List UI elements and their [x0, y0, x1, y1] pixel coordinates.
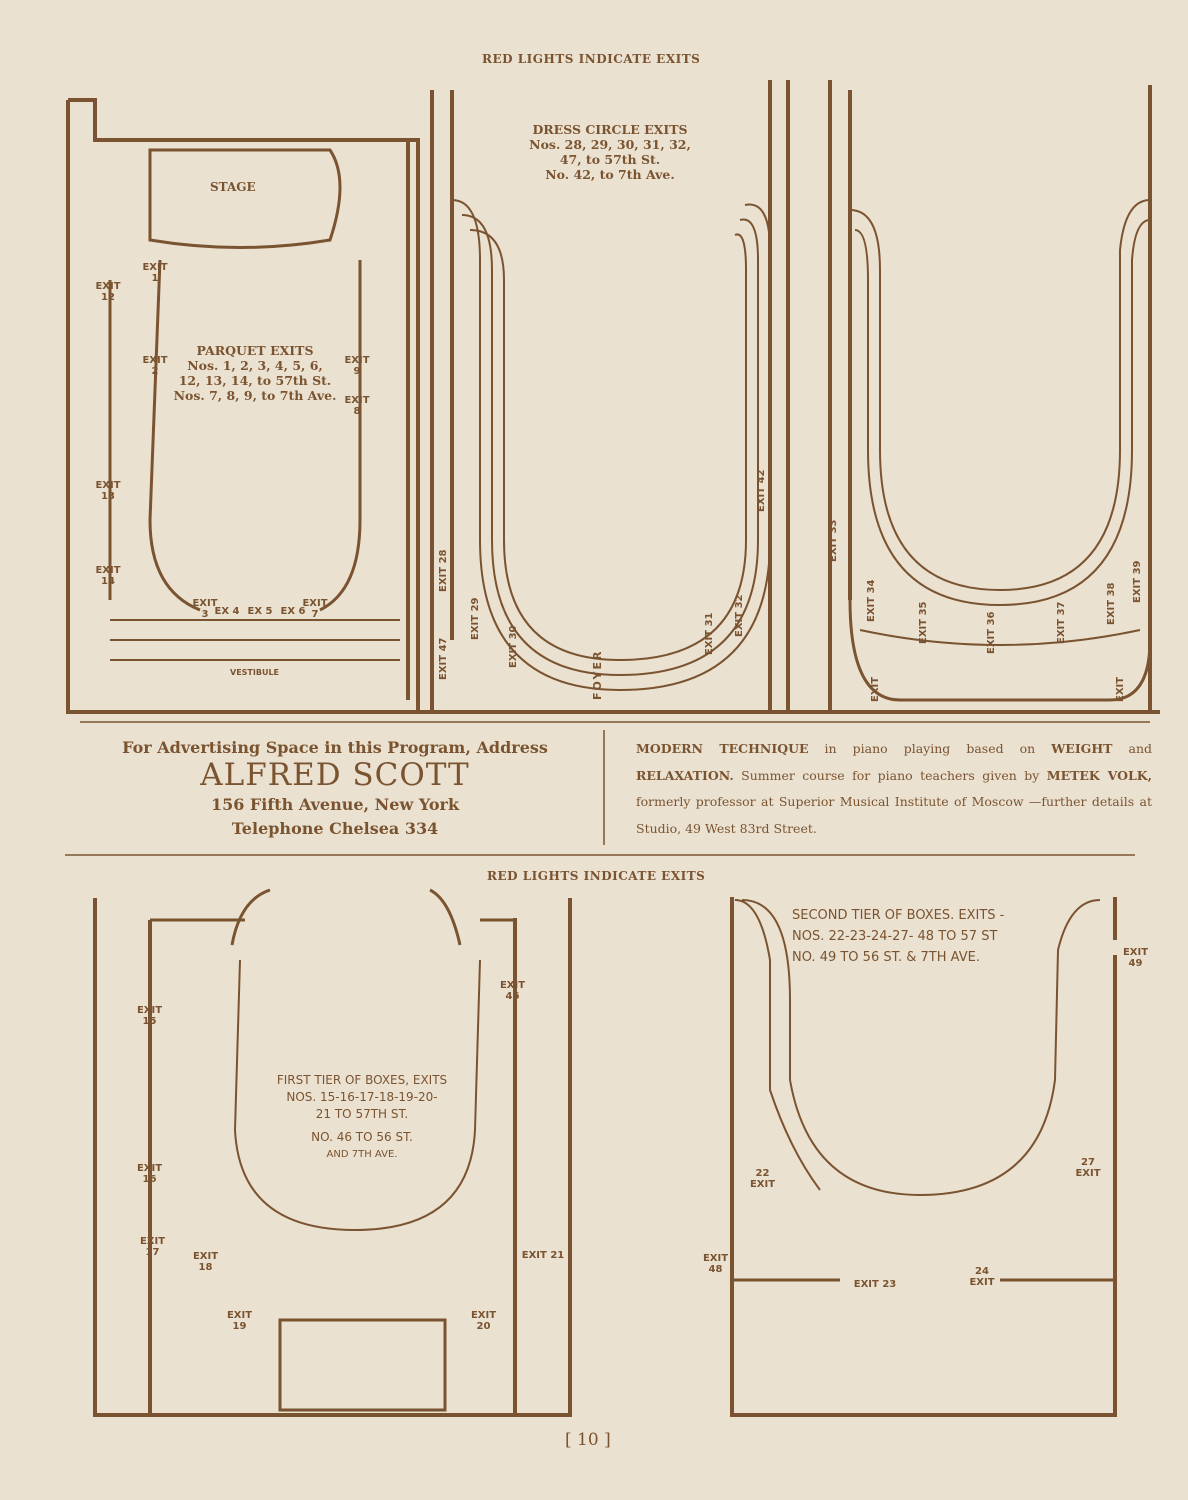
exit-label: EX 4: [214, 606, 240, 617]
exit-label: EXIT 38: [1106, 582, 1117, 625]
parquet-exits-legend: PARQUET EXITS Nos. 1, 2, 3, 4, 5, 6, 12,…: [160, 343, 350, 403]
parquet-walls: [66, 100, 420, 714]
exit-label: EXIT 19: [226, 1310, 253, 1332]
exit-label: EXIT 28: [438, 549, 449, 592]
exit-label: EXIT 20: [470, 1310, 497, 1332]
exit-label: EX 6: [280, 606, 306, 617]
legend-line: NO. 49 TO 56 ST. & 7TH AVE.: [792, 950, 980, 965]
ad-name: ALFRED SCOTT: [200, 757, 470, 793]
exit-label: EXIT 13: [95, 480, 121, 502]
legend-line: FIRST TIER OF BOXES, EXITS: [276, 1073, 448, 1087]
exit-label: EXIT: [870, 676, 881, 702]
exit-label: EXIT 9: [344, 355, 370, 377]
exit-label: EXIT 35: [918, 601, 929, 644]
ad-line: 156 Fifth Avenue, New York: [210, 795, 460, 814]
ad-bold: MODERN TECHNIQUE: [636, 741, 809, 756]
exit-label: EXIT 33: [828, 519, 839, 562]
exit-label: EXIT: [1115, 676, 1126, 702]
foyer-label: FOYER: [591, 649, 604, 700]
exit-label: EXIT 18: [192, 1251, 219, 1273]
ad-text: in piano playing based on: [808, 741, 1052, 756]
ad-bold: RELAXATION.: [636, 767, 734, 783]
ad-text: and: [1112, 741, 1153, 756]
exit-label: EXIT 17: [139, 1236, 166, 1258]
page-number: [ 10 ]: [565, 1430, 611, 1450]
legend-line: Nos. 28, 29, 30, 31, 32,: [529, 137, 691, 152]
exit-label: EXIT 49: [1122, 947, 1149, 969]
exit-label: EXIT 37: [1056, 601, 1067, 644]
second-tier-legend: SECOND TIER OF BOXES. EXITS - NOS. 22-23…: [792, 905, 1092, 968]
legend-line: 21 TO 57TH ST.: [315, 1107, 409, 1121]
exit-label: EXIT 23: [853, 1279, 897, 1290]
exit-label: EXIT 46: [499, 980, 526, 1002]
exit-label: EXIT 31: [704, 612, 715, 655]
exit-label: EXIT 8: [344, 395, 370, 417]
dress-circle-legend: DRESS CIRCLE EXITS Nos. 28, 29, 30, 31, …: [500, 122, 720, 182]
exit-label: EXIT 48: [702, 1253, 729, 1275]
legend-line: NOS. 22-23-24-27- 48 TO 57 ST: [792, 929, 998, 944]
legend-line: 47, to 57th St.: [559, 152, 661, 167]
exit-label: EXIT 7: [302, 598, 328, 620]
exit-label: EXIT 32: [734, 594, 745, 637]
ad-bold: WEIGHT: [1051, 741, 1113, 756]
exit-label: EXIT 15: [136, 1005, 163, 1027]
exit-label: EXIT 12: [95, 281, 121, 303]
exit-label: EXIT 47: [438, 637, 449, 680]
legend-title: PARQUET EXITS: [196, 343, 314, 358]
legend-line: AND 7TH AVE.: [326, 1149, 398, 1160]
exit-label: EXIT 14: [95, 565, 121, 587]
legend-line: No. 42, to 7th Ave.: [545, 167, 675, 182]
exit-label: EXIT 34: [866, 579, 877, 622]
legend-line: Nos. 1, 2, 3, 4, 5, 6,: [187, 358, 323, 373]
exit-label: EXIT 42: [756, 469, 767, 512]
ad-text: Summer course for piano teachers given b…: [733, 767, 1047, 783]
top-header: RED LIGHTS INDICATE EXITS: [482, 52, 701, 66]
legend-title: DRESS CIRCLE EXITS: [532, 122, 688, 137]
exit-label: EXIT 3: [192, 598, 218, 620]
exit-label: 27 EXIT: [1075, 1157, 1101, 1179]
advertising-notice: For Advertising Space in this Program, A…: [70, 738, 600, 841]
legend-line: SECOND TIER OF BOXES. EXITS -: [792, 908, 1005, 923]
exit-label: EXIT 30: [508, 625, 519, 668]
piano-course-ad: MODERN TECHNIQUE in piano playing based …: [636, 736, 1152, 842]
exit-label: 22 EXIT: [749, 1168, 776, 1190]
ad-bold: METEK VOLK,: [1046, 767, 1152, 783]
exit-label: 24 EXIT: [969, 1266, 995, 1288]
first-tier-legend: FIRST TIER OF BOXES, EXITS NOS. 15-16-17…: [262, 1072, 462, 1163]
bottom-header: RED LIGHTS INDICATE EXITS: [487, 869, 706, 883]
legend-line: NO. 46 TO 56 ST.: [311, 1130, 413, 1144]
exit-label: EXIT 21: [521, 1250, 565, 1261]
vestibule-label: VESTIBULE: [230, 668, 280, 677]
stage-label: STAGE: [210, 180, 256, 194]
ad-text: formerly professor at Superior Musical I…: [636, 794, 1152, 836]
exit-label: EXIT 36: [986, 611, 997, 654]
ad-line: For Advertising Space in this Program, A…: [122, 738, 548, 757]
exit-label: EXIT 29: [470, 597, 481, 640]
legend-line: 12, 13, 14, to 57th St.: [178, 373, 332, 388]
exit-label: EXIT 39: [1132, 560, 1143, 603]
legend-line: NOS. 15-16-17-18-19-20-: [286, 1090, 438, 1104]
exit-label: EXIT 1: [142, 262, 168, 284]
exit-label: EXIT 2: [142, 355, 168, 377]
exit-label: EX 5: [247, 606, 273, 617]
ad-line: Telephone Chelsea 334: [231, 819, 439, 838]
exit-label: EXIT 16: [136, 1163, 163, 1185]
legend-line: Nos. 7, 8, 9, to 7th Ave.: [173, 388, 337, 403]
